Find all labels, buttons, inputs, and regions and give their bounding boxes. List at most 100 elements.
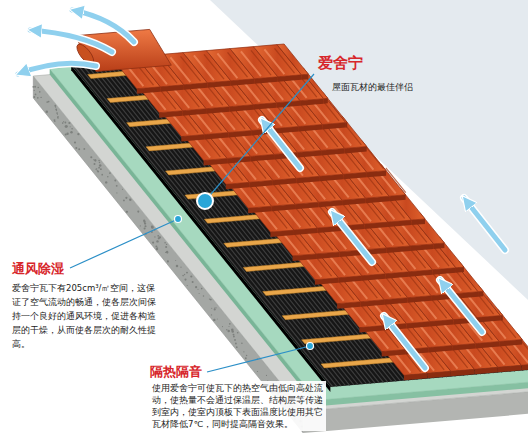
callout-heading: 隔热隔音 [150,364,202,380]
slab-speckle [158,237,160,239]
arrow-outline [464,198,505,250]
leader-line [70,219,178,268]
slab-speckle [155,246,157,248]
slab-speckle [65,133,67,135]
slab-speckle [107,176,109,178]
slab-speckle [125,197,127,199]
airflow-arrow [464,198,505,250]
slab-speckle [231,330,233,332]
membrane-rib [272,48,528,370]
slab-speckle [122,189,123,190]
slab-speckle [56,110,57,111]
slab-speckle [78,148,80,150]
arrow-outline [30,30,112,52]
insulation-top [50,49,528,400]
membrane-rib [213,53,472,375]
slab-speckle [152,242,154,244]
membrane-rib [112,62,371,384]
membrane-rib [268,49,527,371]
slab-speckle [228,326,229,327]
membrane-rib [251,50,510,372]
batten [224,238,287,247]
airflow-arrow [18,63,96,74]
slab-speckle [165,246,167,248]
batten [302,334,376,344]
tile-highlight [194,55,214,80]
slab-speckle [235,343,237,345]
slab-speckle [257,371,258,372]
slab-speckle [237,332,239,334]
batten [321,358,398,368]
airflow-arrow [30,30,112,52]
slab-speckle [99,162,101,164]
slab-speckle [109,172,111,174]
membrane-rib [175,57,434,379]
slab-speckle [34,90,35,91]
slab-speckle [186,272,188,274]
slab-speckle [157,235,159,237]
callout-heading: 通风除湿 [12,261,64,277]
slab-speckle [140,225,141,226]
slab-speckle [144,225,146,227]
slab-speckle [56,112,58,114]
membrane-side [71,65,330,392]
slab-speckle [55,106,56,107]
slab-speckle [99,164,102,167]
slab-speckle [180,267,181,268]
membrane-rib [192,55,451,377]
slab-speckle [175,260,176,261]
tile-highlight [217,53,237,78]
slab-speckle [195,286,197,288]
membrane-rib [260,49,519,371]
slab-speckle [57,116,59,118]
membrane-rib [158,58,417,380]
slab-speckle [217,319,218,320]
slab-speckle [116,185,118,187]
slab-speckle [167,251,168,252]
batten [204,214,264,223]
slab-speckle [65,122,67,124]
slab-speckle [95,169,96,170]
slab-speckle [48,101,50,103]
callout-body: 使用爱舍宁可使瓦下的热空气由低向高处流动，使热量不会通过保温层、结构层等传递到室… [150,381,326,431]
slab-speckle [35,94,37,96]
membrane-rib [171,57,430,379]
arrow-outline [18,63,96,74]
slab-speckle [184,279,186,281]
slab-speckle [156,240,158,242]
slab-speckle [66,133,68,135]
slab-speckle [126,211,128,213]
tile-highlight [170,57,190,82]
arrow-outline [72,10,134,42]
membrane-top [71,47,528,387]
callout-dot [175,216,182,223]
membrane-rib [264,49,523,371]
slab-speckle [65,125,68,128]
membrane-rib [78,65,337,387]
membrane-rib [277,48,528,370]
slab-speckle [211,314,212,315]
slab-speckle [93,159,94,160]
membrane-rib [205,54,464,376]
slab-speckle [46,110,49,113]
roof-tile [277,44,308,75]
slab-speckle [213,319,215,321]
slab-speckle [227,330,230,333]
tile-shadow [386,168,406,193]
slab-speckle [151,226,154,229]
slab-speckle [246,355,247,356]
membrane-rib [103,63,362,385]
slab-speckle [209,298,210,299]
slab-speckle [63,121,64,122]
batten [263,286,332,296]
membrane-rib [99,63,358,385]
membrane-rib [247,50,506,372]
slab-speckle [114,179,116,181]
slab-speckle [74,141,76,143]
leader-line [207,346,310,372]
slab-speckle [62,122,64,124]
slab-speckle [266,375,267,376]
membrane-rib [239,51,498,373]
product-subtitle: 屋面瓦材的最佳伴侣 [332,82,413,93]
airflow-arrow [332,212,372,262]
